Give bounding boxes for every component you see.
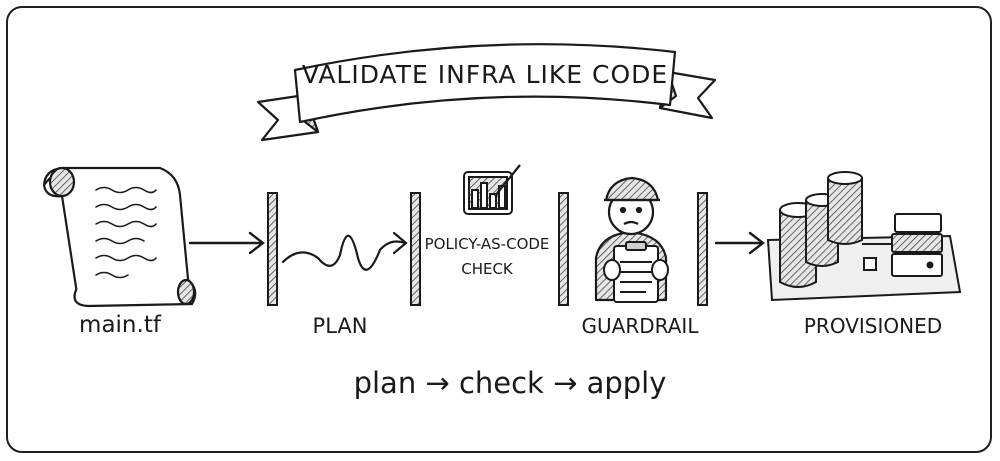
banner-ribbon bbox=[256, 43, 717, 142]
clipboard-icon bbox=[603, 241, 669, 303]
barrier-icon bbox=[267, 192, 708, 306]
chart-icon bbox=[463, 164, 521, 215]
scroll-icon bbox=[42, 166, 197, 308]
provisioned-label: PROVISIONED bbox=[803, 314, 943, 338]
banner-title: VALIDATE INFRA LIKE CODE bbox=[301, 60, 669, 89]
arrow-icon bbox=[714, 231, 765, 255]
wave-icon bbox=[281, 231, 408, 271]
server-icon bbox=[862, 213, 943, 277]
guardrail-label: GUARDRAIL bbox=[581, 314, 699, 338]
arrow-icon bbox=[188, 231, 265, 255]
flow-caption: plan → check → apply bbox=[353, 366, 667, 400]
plan-label: PLAN bbox=[312, 314, 368, 338]
policy-check-label: POLICY-AS-CODE CHECK bbox=[424, 235, 550, 278]
source-file-label: main.tf bbox=[79, 312, 161, 338]
